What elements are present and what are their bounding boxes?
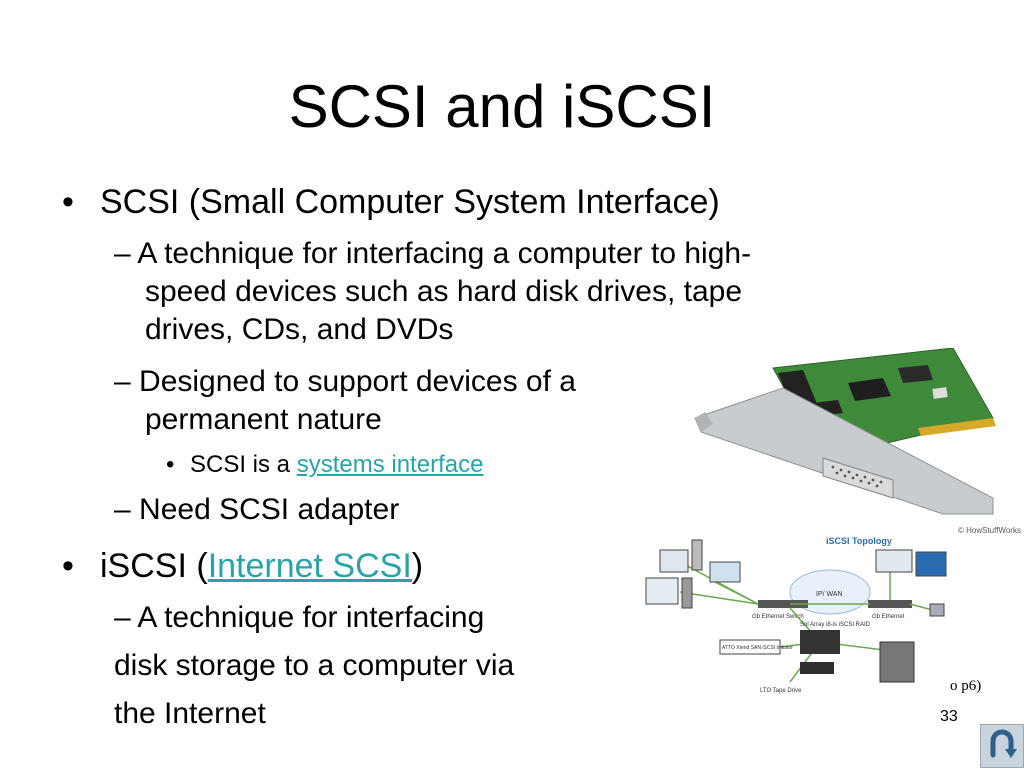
scsi-item-text: SCSI is a [190, 451, 297, 478]
iscsi-sub1-line3: the Internet [114, 697, 266, 730]
topology-label-gb-ethernet: Gb Ethernet [872, 614, 905, 620]
scsi-heading: SCSI (Small Computer System Interface) [100, 183, 720, 221]
iscsi-sub1-line1: – A technique for interfacing [114, 598, 484, 638]
bullet-marker: • [62, 183, 74, 221]
page-number: 33 [940, 708, 958, 725]
topology-label-lto: LTO Tape Drive [760, 688, 802, 694]
scsi-sub3-text: Need SCSI adapter [139, 493, 400, 526]
scsi-sub2-line2: permanent nature [145, 403, 382, 436]
scsi-sub1-line3: drives, CDs, and DVDs [145, 313, 454, 346]
iscsi-heading-prefix: iSCSI ( [100, 547, 208, 585]
scsi-sub2-item: • SCSI is a systems interface [166, 450, 483, 480]
bullet-marker: • [166, 451, 175, 478]
scsi-sub3: – Need SCSI adapter [114, 490, 399, 530]
scsi-sub1-text: A technique for interfacing a computer t… [137, 237, 752, 270]
dash-marker: – [114, 493, 131, 526]
slide-title: SCSI and iSCSI [288, 73, 716, 140]
dash-marker: – [114, 601, 131, 634]
iscsi-sub1-line2: disk storage to a computer via [114, 649, 515, 682]
scsi-sub1-line2: speed devices such as hard disk drives, … [145, 275, 742, 308]
topology-label-gb-switch: Gb Ethernet Switch [752, 614, 804, 620]
scsi-adapter-card-image [694, 348, 996, 515]
scsi-sub2-line1: – Designed to support devices of a [114, 362, 576, 402]
dash-marker: – [114, 365, 131, 398]
dash-marker: – [114, 237, 131, 270]
reference-fragment: o p6) [950, 678, 982, 694]
image-credit: © HowStuffWorks [958, 526, 1021, 535]
bullet-iscsi: • iSCSI (Internet SCSI) [62, 546, 423, 586]
iscsi-topology-image: IP/ WAN iSCSI Topology Gb Ethernet Switc… [640, 522, 956, 708]
scsi-sub1-line1: – A technique for interfacing a computer… [114, 234, 751, 274]
topology-title: iSCSI Topology [826, 536, 892, 546]
scsi-sub2-text: Designed to support devices of a [139, 365, 576, 398]
iscsi-heading-suffix: ) [411, 547, 424, 585]
iscsi-sub1-text: A technique for interfacing [137, 601, 485, 634]
return-button[interactable] [980, 724, 1024, 768]
systems-interface-link[interactable]: systems interface [296, 451, 484, 478]
bullet-marker: • [62, 547, 74, 585]
internet-scsi-link[interactable]: Internet SCSI [207, 547, 412, 585]
topology-label-sol-array: Sol Array i8-is iSCSI RAID [800, 622, 871, 628]
topology-label-ip-wan: IP/ WAN [816, 591, 843, 598]
bullet-scsi: • SCSI (Small Computer System Interface) [62, 182, 720, 222]
u-turn-arrow-icon [990, 729, 1017, 758]
topology-label-atto: ATTO Xtend SAN iSCSI Initiator [722, 645, 793, 651]
